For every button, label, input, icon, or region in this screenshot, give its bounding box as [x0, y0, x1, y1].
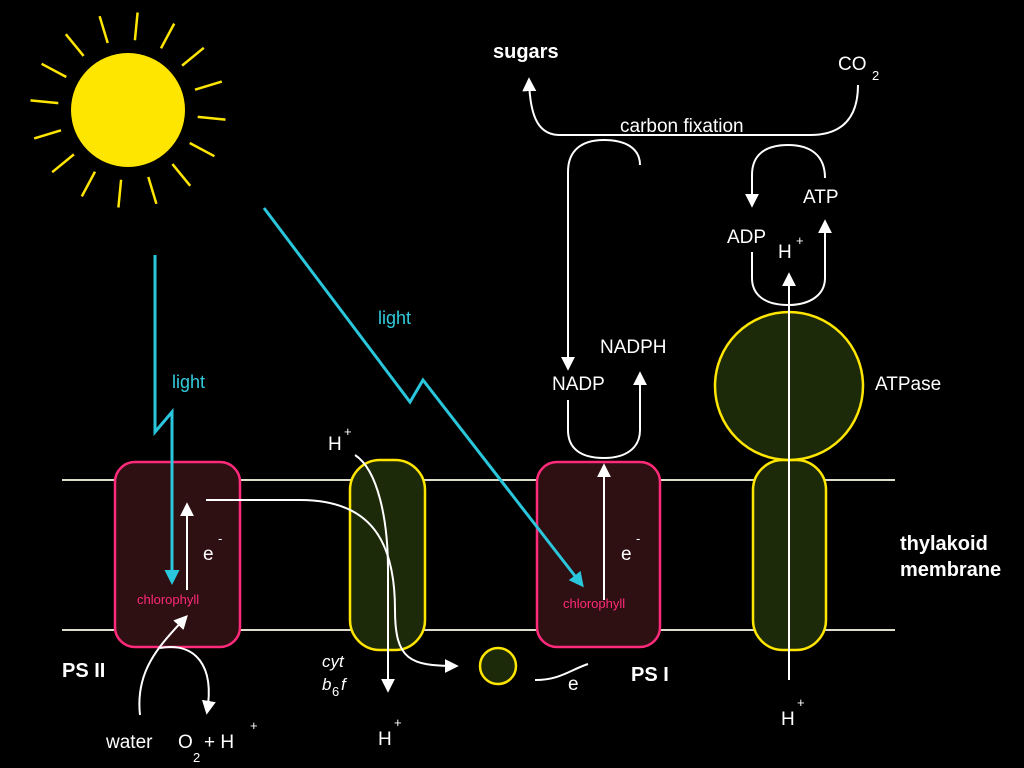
sun-ray	[189, 141, 215, 158]
nadph-label: NADPH	[600, 337, 667, 358]
psii-electron-superscript: -	[218, 531, 222, 546]
atp-cycle-left	[745, 143, 826, 208]
light-right-label: light	[378, 308, 411, 328]
adp-label: ADP	[727, 227, 766, 248]
photosystem-1-box	[535, 460, 662, 649]
atpase-h-label: H	[778, 242, 792, 263]
cyt-top-h-superscript: +	[344, 424, 352, 439]
water-label: water	[105, 732, 153, 753]
psii-water-arrow	[138, 614, 188, 716]
plastocyanin-electron-label: e	[568, 674, 579, 695]
atpase-label: ATPase	[875, 374, 941, 395]
sun-ray	[64, 33, 85, 57]
carbon-fixation-arc	[522, 77, 859, 136]
cyt-bottom-h-label: H	[378, 729, 392, 750]
oxygen-subscript: 2	[193, 750, 200, 765]
plus-proton-label: + H	[204, 732, 234, 753]
plastocyanin-to-psi-arrow	[534, 663, 589, 681]
sun-ray	[133, 12, 139, 41]
light-arrow-left	[153, 255, 180, 585]
sun-ray	[30, 99, 59, 105]
sun-ray	[159, 23, 176, 49]
light-left-label: light	[172, 372, 205, 392]
sun-ray	[51, 153, 75, 174]
atpase-bottom-h-label: H	[781, 709, 795, 730]
chlorophyll-psii-label: chlorophyll	[137, 592, 199, 607]
cyt-proton-arrow	[354, 454, 395, 693]
sun-ray	[194, 80, 223, 91]
nadp-cycle-left	[561, 138, 641, 371]
psi-electron-superscript: -	[636, 531, 640, 546]
cyt-bottom-h-superscript: +	[394, 715, 402, 730]
ps1-label: PS I	[631, 664, 669, 686]
cyt-label-f: f	[341, 675, 348, 694]
sun-ray	[147, 176, 158, 205]
cyt-label-6: 6	[332, 684, 339, 699]
sun-ray	[98, 15, 109, 44]
sugars-label: sugars	[493, 41, 559, 63]
plus-proton-superscript: +	[250, 718, 258, 733]
cyt-label-line1: cyt	[322, 652, 345, 671]
sun-ray	[33, 129, 62, 140]
sun-icon	[30, 12, 226, 208]
sun-ray	[171, 163, 192, 187]
psii-oxygen-arrow	[159, 646, 216, 715]
cyt-label-b: b	[322, 675, 331, 694]
sun-ray	[197, 115, 226, 121]
co2-label: CO	[838, 54, 867, 75]
thylakoid-label-line2: membrane	[900, 559, 1001, 581]
light-arrow-right	[262, 207, 584, 588]
sun-ray	[117, 179, 123, 208]
atp-label: ATP	[803, 187, 839, 208]
carbon-fixation-label: carbon fixation	[620, 116, 744, 137]
oxygen-label: O	[178, 732, 193, 753]
co2-subscript: 2	[872, 68, 879, 83]
sun-ray	[41, 62, 67, 79]
nadp-cycle-right	[567, 371, 647, 460]
photosystem-2-box	[113, 460, 242, 649]
thylakoid-label-line1: thylakoid	[900, 533, 988, 555]
ps2-label: PS II	[62, 660, 105, 682]
nadp-label: NADP	[552, 374, 605, 395]
cyt-top-h-label: H	[328, 434, 342, 455]
sun-ray	[80, 171, 97, 197]
psii-electron-label: e	[203, 544, 214, 565]
plastocyanin-circle	[478, 646, 518, 686]
electron-transport-path	[206, 499, 459, 673]
atpase-h-superscript: +	[796, 233, 804, 248]
chlorophyll-psi-label: chlorophyll	[563, 596, 625, 611]
atpase-bottom-h-superscript: +	[797, 695, 805, 710]
psi-electron-label: e	[621, 544, 632, 565]
sun-ray	[181, 46, 205, 67]
